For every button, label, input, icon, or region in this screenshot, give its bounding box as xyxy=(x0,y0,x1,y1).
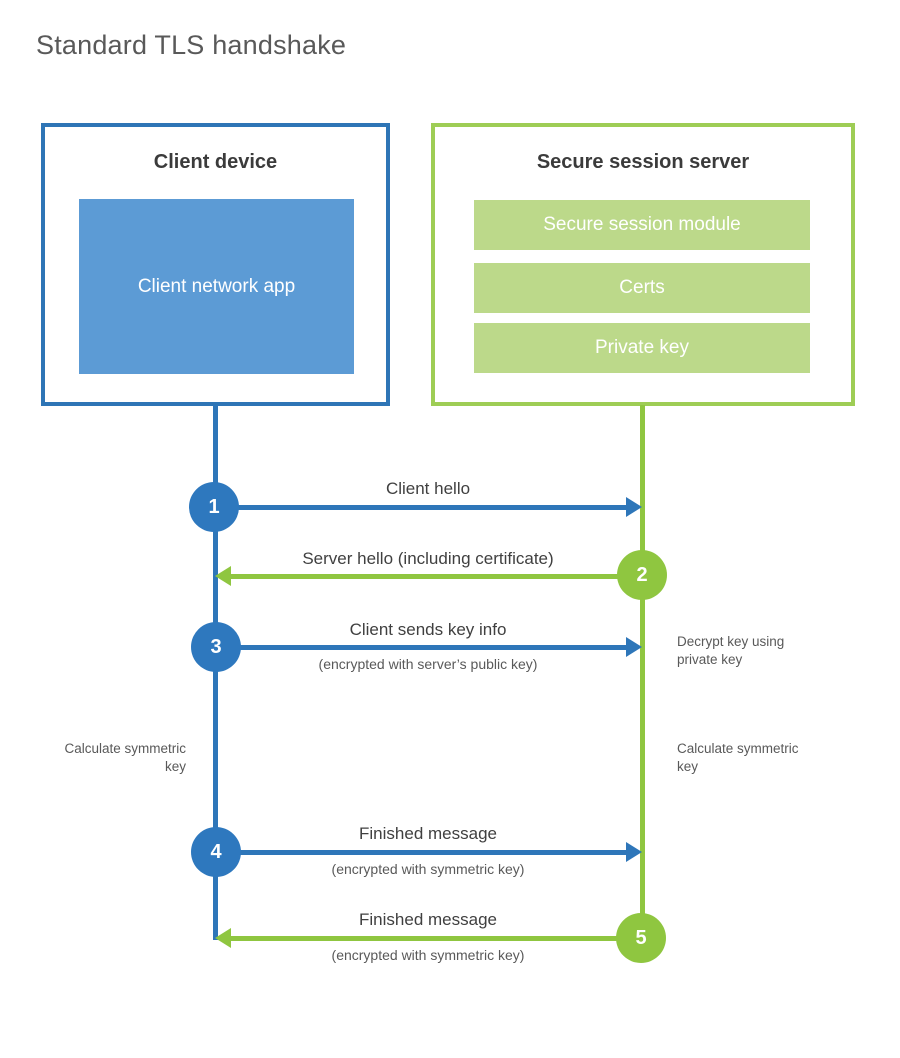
arrowhead-right-icon xyxy=(626,842,642,862)
client-network-app-label: Client network app xyxy=(137,275,296,297)
message-sublabel-step4: (encrypted with symmetric key) xyxy=(331,861,525,877)
message-label-step5: Finished message xyxy=(359,910,497,929)
client-lifeline xyxy=(213,405,218,940)
step-number-4: 4 xyxy=(210,840,222,863)
step-circle-1: 1 xyxy=(189,482,239,532)
arrow-line-step1 xyxy=(214,505,626,510)
arrowhead-right-icon xyxy=(626,637,642,657)
server-module-private-key: Private key xyxy=(474,323,810,373)
server-module-certs: Certs xyxy=(474,263,810,313)
message-sublabel-step5: (encrypted with symmetric key) xyxy=(331,947,525,963)
step-circle-5: 5 xyxy=(616,913,666,963)
message-label-step2: Server hello (including certificate) xyxy=(302,549,554,568)
server-lifeline xyxy=(640,405,645,938)
arrow-line-step4 xyxy=(214,850,626,855)
arrow-line-step2 xyxy=(231,574,642,579)
step-number-5: 5 xyxy=(635,926,647,949)
arrowhead-left-icon xyxy=(215,928,231,948)
page-title: Standard TLS handshake xyxy=(36,30,347,60)
step-number-1: 1 xyxy=(208,495,220,518)
message-label-step1: Client hello xyxy=(385,479,471,498)
server-module-secure-session: Secure session module xyxy=(474,200,810,250)
calculate-symmetric-key-note-left: Calculate symmetric key xyxy=(64,741,186,774)
message-label-step4: Finished message xyxy=(359,824,497,843)
step-circle-2: 2 xyxy=(617,550,667,600)
step-circle-3: 3 xyxy=(191,622,241,672)
calculate-symmetric-key-note-right: Calculate symmetric key xyxy=(677,741,799,774)
step-circle-4: 4 xyxy=(191,827,241,877)
client-device-title: Client device xyxy=(153,151,278,173)
arrowhead-left-icon xyxy=(215,566,231,586)
client-network-app-box: Client network app xyxy=(79,199,354,374)
arrow-line-step5 xyxy=(231,936,641,941)
step-number-2: 2 xyxy=(636,563,648,586)
arrow-line-step3 xyxy=(214,645,626,650)
message-label-step3: Client sends key info xyxy=(349,620,507,639)
decrypt-key-note: Decrypt key using private key xyxy=(677,634,785,667)
step-number-3: 3 xyxy=(210,635,222,658)
arrowhead-right-icon xyxy=(626,497,642,517)
message-sublabel-step3: (encrypted with server’s public key) xyxy=(318,656,538,672)
secure-session-server-title: Secure session server xyxy=(536,151,750,173)
